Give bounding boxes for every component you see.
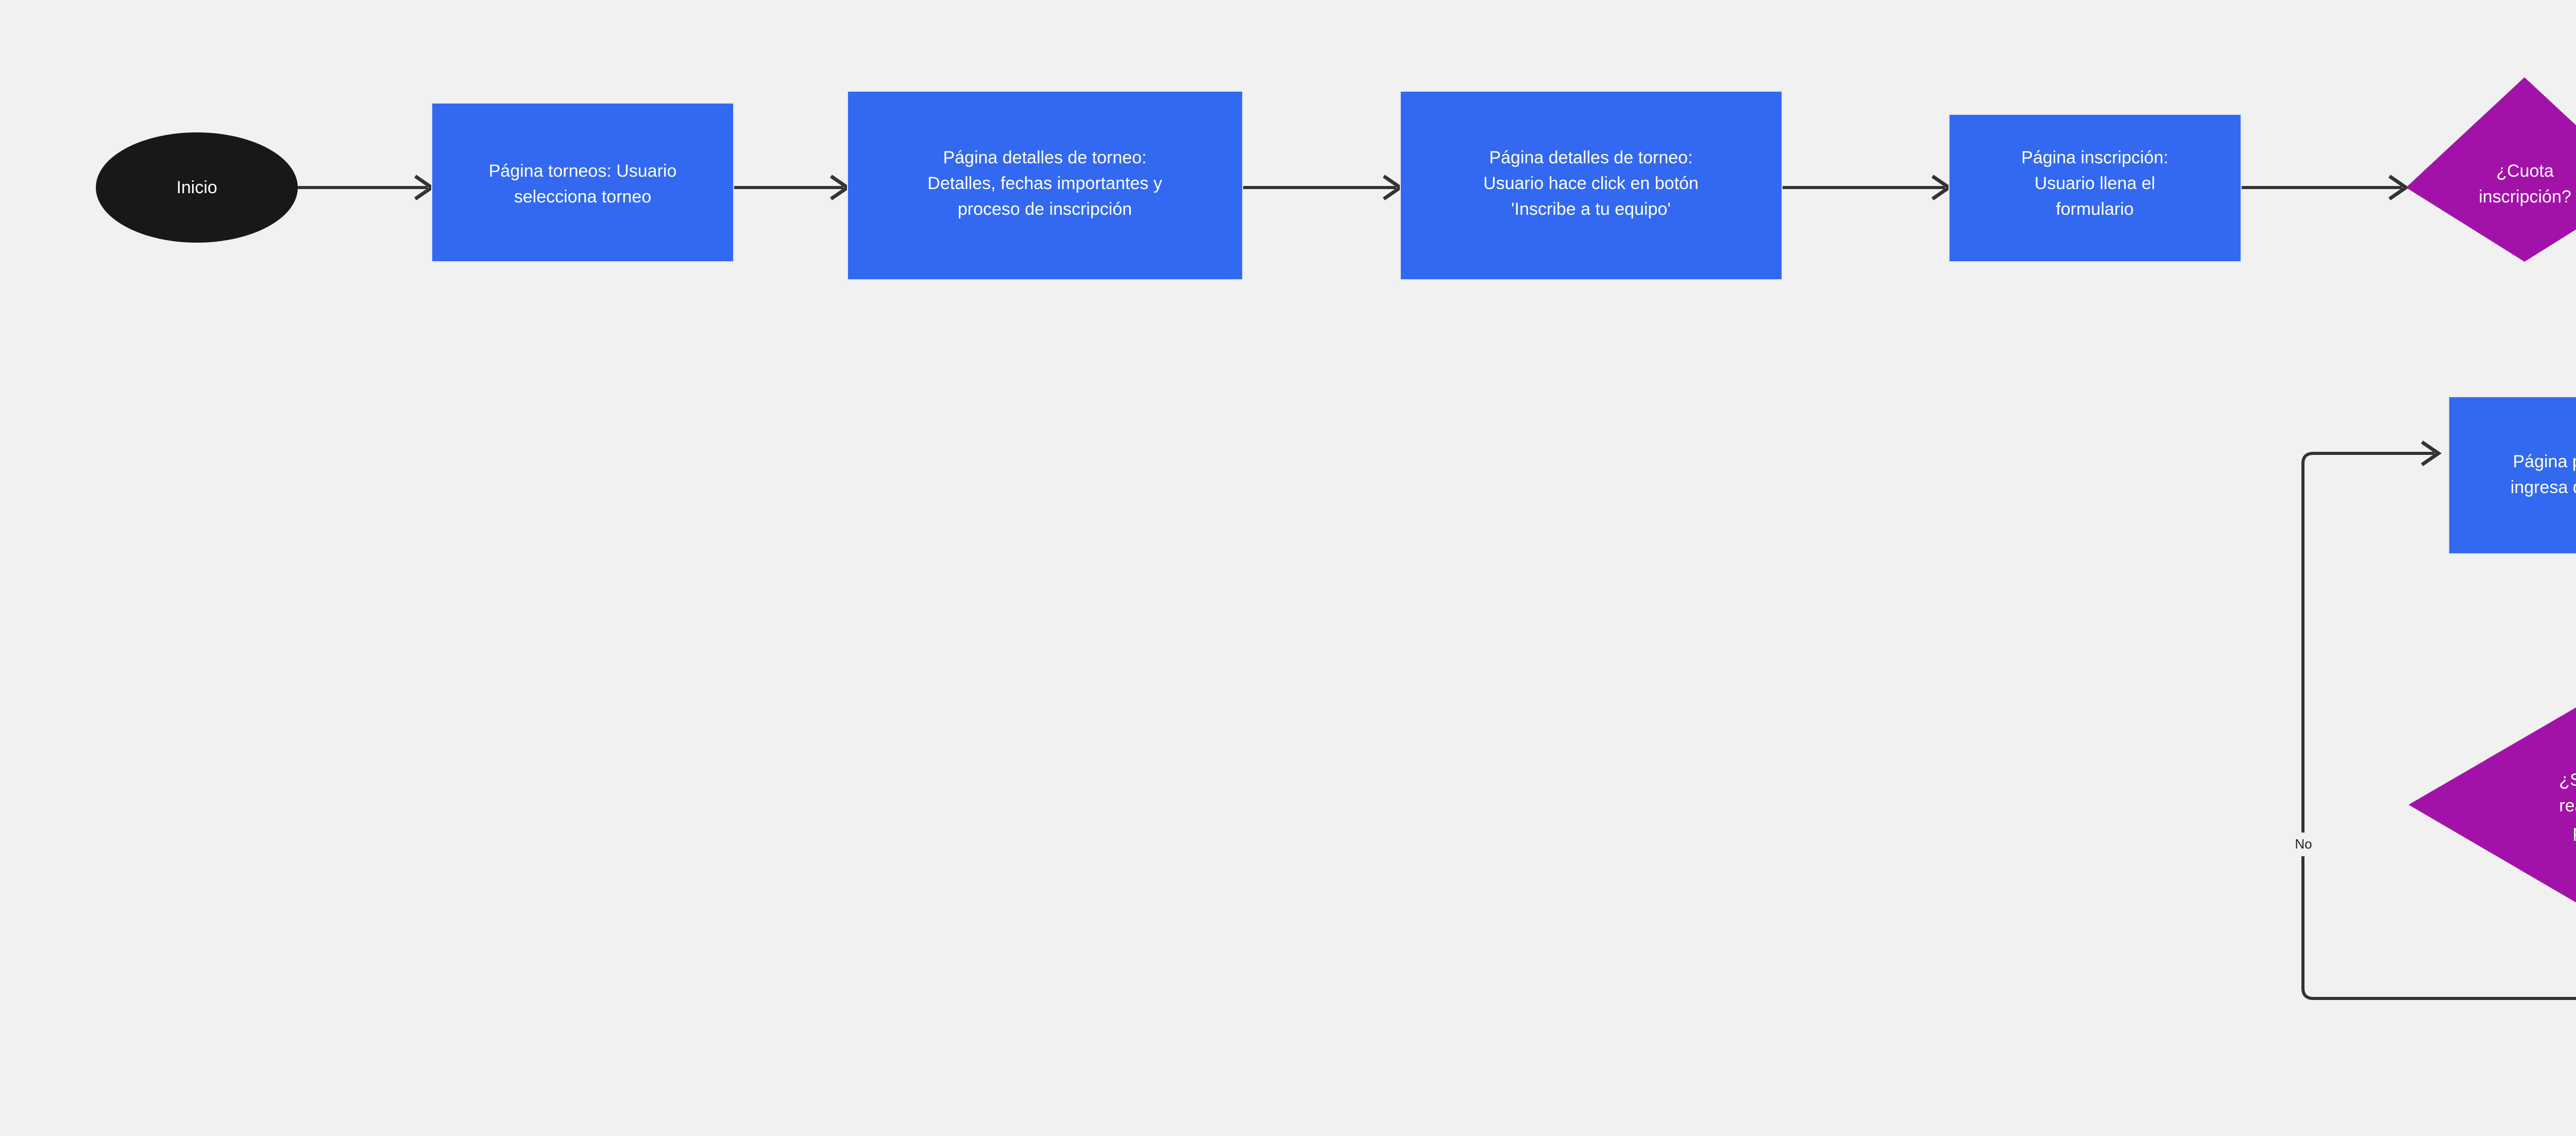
pagina-inscripcion-label-line1: Página inscripción: bbox=[2021, 148, 2168, 167]
pagina-pago-label-line2: ingresa datos de pago bbox=[2511, 478, 2576, 497]
node-layer: Inicio Página torneos: Usuario seleccion… bbox=[96, 77, 2576, 914]
pagina-torneos-label-line1: Página torneos: Usuario bbox=[489, 161, 677, 181]
node-se-pudo-pago[interactable]: ¿Se pudo realizar el pago? bbox=[2409, 696, 2576, 914]
pagina-inscripcion-label-line3: formulario bbox=[2056, 199, 2133, 219]
node-pagina-pago[interactable]: Página pago: Usuario ingresa datos de pa… bbox=[2448, 396, 2576, 554]
se-pudo-pago-label-line3: pago? bbox=[2573, 822, 2576, 841]
edge-pagina-inscripcion-to-cuota-inscripcion[interactable] bbox=[2241, 175, 2410, 200]
node-pagina-torneos[interactable]: Página torneos: Usuario selecciona torne… bbox=[431, 103, 734, 262]
pagina-detalles-click-label-line3: 'Inscribe a tu equipo' bbox=[1511, 199, 1671, 219]
edge-pagina-detalles-click-to-pagina-inscripcion[interactable] bbox=[1782, 175, 1953, 200]
pagina-detalles-label-line3: proceso de inscripción bbox=[958, 199, 1132, 219]
node-cuota-inscripcion[interactable]: ¿Cuota inscripción? bbox=[2406, 77, 2576, 262]
pagina-detalles-label-line2: Detalles, fechas importantes y bbox=[927, 174, 1162, 193]
cuota-inscripcion-label-line2: inscripción? bbox=[2479, 187, 2571, 207]
edge-layer: No Sí bbox=[298, 175, 2576, 1000]
inicio-label: Inicio bbox=[176, 178, 217, 197]
node-inicio[interactable]: Inicio bbox=[96, 132, 298, 243]
cuota-inscripcion-label-line1: ¿Cuota bbox=[2496, 161, 2554, 181]
pagina-inscripcion-label-line2: Usuario llena el bbox=[2035, 174, 2155, 193]
pagina-detalles-click-rect[interactable] bbox=[1400, 91, 1783, 280]
edge-inicio-to-pagina-torneos[interactable] bbox=[298, 175, 435, 200]
inicio-ellipse[interactable] bbox=[96, 132, 298, 243]
node-pagina-detalles[interactable]: Página detalles de torneo: Detalles, fec… bbox=[847, 91, 1243, 280]
pagina-torneos-rect[interactable] bbox=[431, 103, 734, 262]
pagina-detalles-click-label-line1: Página detalles de torneo: bbox=[1489, 148, 1692, 167]
pagina-inscripcion-rect[interactable] bbox=[1948, 114, 2242, 262]
pagina-pago-rect[interactable] bbox=[2448, 396, 2576, 554]
edge-label-bg-no-pago bbox=[2287, 833, 2319, 856]
pagina-pago-label-line1: Página pago: Usuario bbox=[2513, 452, 2576, 471]
pagina-detalles-click-label-line2: Usuario hace click en botón bbox=[1483, 174, 1699, 193]
se-pudo-pago-diamond[interactable] bbox=[2409, 696, 2576, 914]
se-pudo-pago-label-line1: ¿Se pudo bbox=[2559, 770, 2576, 790]
node-pagina-detalles-click[interactable]: Página detalles de torneo: Usuario hace … bbox=[1400, 91, 1783, 280]
edge-pagina-detalles-to-pagina-detalles-click[interactable] bbox=[1243, 175, 1404, 200]
pagina-detalles-rect[interactable] bbox=[847, 91, 1243, 280]
pagina-torneos-label-line2: selecciona torneo bbox=[514, 187, 652, 207]
edge-label-no-pago: No bbox=[2295, 836, 2312, 852]
edge-se-pudo-pago-to-pagina-pago[interactable]: No bbox=[2287, 440, 2576, 1000]
edge-pagina-torneos-to-pagina-detalles[interactable] bbox=[734, 175, 851, 200]
cuota-inscripcion-diamond[interactable] bbox=[2406, 77, 2576, 262]
se-pudo-pago-label-line2: realizar el bbox=[2559, 796, 2576, 816]
node-pagina-inscripcion[interactable]: Página inscripción: Usuario llena el for… bbox=[1948, 114, 2242, 262]
pagina-detalles-label-line1: Página detalles de torneo: bbox=[943, 148, 1146, 167]
